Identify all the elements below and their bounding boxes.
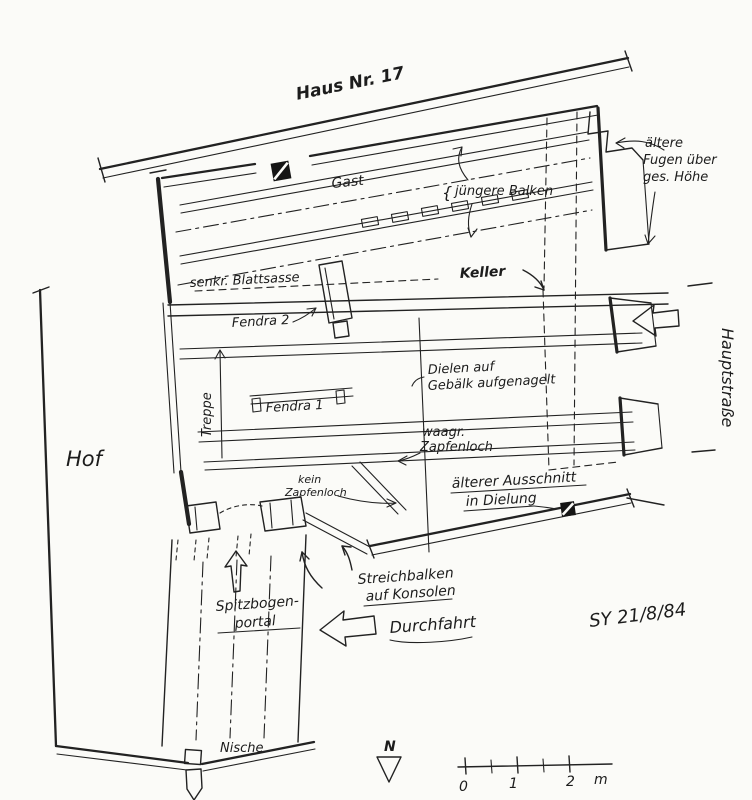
hof-label: Hof xyxy=(66,447,106,471)
ausschnitt-line2: in Dielung xyxy=(465,490,537,510)
dielen-leader xyxy=(411,376,425,387)
portal-up-arrow xyxy=(224,550,248,593)
keller-arrow xyxy=(522,269,545,291)
keller-label: Keller xyxy=(459,264,506,282)
streichbalken-underline xyxy=(363,598,453,607)
building-left-wall xyxy=(149,169,192,527)
spitzbogen-line2: portal xyxy=(233,613,276,632)
north-label: N xyxy=(384,739,396,755)
dielen-line2: Gebälk aufgenagelt xyxy=(427,372,556,394)
streichbalken-line2: auf Konsolen xyxy=(365,583,456,605)
juengere-balken-label: jüngere Balken xyxy=(453,184,553,199)
waagr-line1: waagr. xyxy=(422,425,465,440)
treppe-arrow xyxy=(214,349,226,459)
scale-2: 2 xyxy=(566,774,575,790)
senkr-blattsasse-label: senkr. Blattsasse xyxy=(189,270,300,291)
gast-label: Gast xyxy=(331,173,365,192)
waagr-line2: Zapfenloch xyxy=(419,440,493,455)
street-entry-arrow xyxy=(632,304,680,337)
fendra2-beam-block xyxy=(318,260,353,339)
durchfahrt-label: Durchfahrt xyxy=(389,612,477,637)
ausschnitt-underline xyxy=(450,484,587,512)
upper-beams xyxy=(175,131,594,286)
north-triangle xyxy=(376,756,402,783)
fendra1-label: Fendra 1 xyxy=(265,398,323,416)
scale-unit: m xyxy=(594,772,608,788)
spitzbogen-line1: Spitzbogen- xyxy=(215,593,299,615)
scale-bar: 0 1 2 m xyxy=(457,755,613,795)
fendra2-label: Fendra 2 xyxy=(231,313,289,331)
scale-1: 1 xyxy=(509,776,518,792)
kein-line2: Zapfenloch xyxy=(284,486,347,499)
scale-0: 0 xyxy=(459,779,468,795)
waagr-arrow xyxy=(397,452,421,466)
streichbalken-arrows xyxy=(299,545,353,589)
aeltere-fugen-line3: ges. Höhe xyxy=(643,170,708,185)
building-top-wall xyxy=(160,104,599,188)
streichbalken-line1: Streichbalken xyxy=(357,565,454,588)
kein-arrow xyxy=(337,495,397,508)
brace-glyph: { xyxy=(442,183,452,202)
hauptstrasse-label: Hauptstraße xyxy=(718,328,737,427)
treppe-label: Treppe xyxy=(200,392,215,437)
keller-dashed-lines xyxy=(194,111,619,471)
fendra2-leader xyxy=(292,307,317,323)
juengere-balken-arrows xyxy=(452,146,478,238)
neighbour-house-wall xyxy=(97,50,633,183)
aeltere-fugen-note: ältere Fugen über ges. Höhe xyxy=(615,136,718,245)
fendra1-beam xyxy=(249,387,354,413)
passage-walls xyxy=(161,534,307,747)
aeltere-fugen-line2: Fugen über xyxy=(643,153,718,168)
main-beams xyxy=(167,292,669,553)
hof-boundary-wall xyxy=(32,286,316,772)
aeltere-fugen-line1: ältere xyxy=(645,136,683,151)
street-ticks xyxy=(687,282,716,453)
section-marker-bottom xyxy=(560,501,576,517)
nische-label: Nische xyxy=(220,741,264,756)
building-bottom-wall xyxy=(302,488,635,559)
signature-date: SY 21/8/84 xyxy=(588,599,687,632)
building-right-wall xyxy=(587,106,665,506)
portal-jamb-blocks xyxy=(175,496,307,562)
joist-pockets xyxy=(360,189,530,228)
section-marker-top xyxy=(270,160,292,182)
spitzbogen-underline xyxy=(217,627,301,634)
haus-nr-label: Haus Nr. 17 xyxy=(294,63,406,105)
dielen-line1: Dielen auf xyxy=(427,359,496,378)
durchfahrt-arrow xyxy=(319,610,377,647)
durchfahrt-underline xyxy=(389,636,473,644)
ausschnitt-line1: älterer Ausschnitt xyxy=(451,469,577,492)
north-arrow: N xyxy=(376,739,402,783)
kein-line1: kein xyxy=(298,473,321,486)
nische-marker xyxy=(183,748,203,800)
